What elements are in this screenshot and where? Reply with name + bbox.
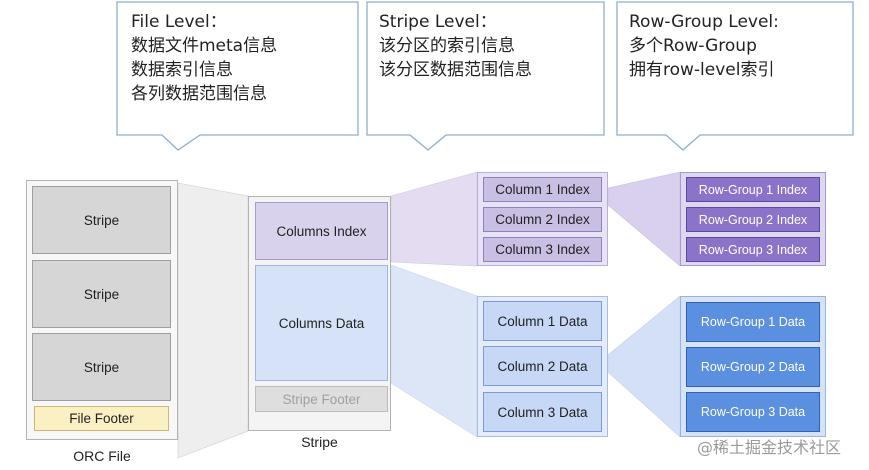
zoom-wedge-coldata-to-rowgroup [607,295,681,438]
callout-stripe-level-text: Stripe Level： 该分区的索引信息 该分区数据范围信息 [379,12,532,80]
callout-stripe-level-bubble [366,1,605,151]
callout-rowgroup-level-bubble [616,1,854,151]
watermark-text: @稀土掘金技术社区 [697,438,842,457]
zoom-wedge-colindex-to-rowgroup [607,171,681,267]
rowgroup-2-data: Row-Group 2 Data [686,347,820,387]
orc-stripe-3: Stripe [32,333,171,401]
stripe-caption: Stripe [301,434,338,450]
orc-stripe-1: Stripe [32,186,171,254]
column-3-data: Column 3 Data [483,392,602,432]
column-2-data: Column 2 Data [483,346,602,386]
zoom-wedge-file-to-stripe [177,182,249,459]
stripe-columns-data: Columns Data [255,265,388,381]
callout-rowgroup-level-text: Row-Group Level: 多个Row-Group 拥有row-level… [629,12,779,80]
orc-file-caption: ORC File [73,448,131,464]
rowgroup-1-data: Row-Group 1 Data [686,302,820,342]
orc-stripe-2: Stripe [32,260,171,328]
callout-file-level-bubble [116,1,359,151]
rowgroup-3-data: Row-Group 3 Data [686,392,820,432]
stripe-columns-index: Columns Index [255,202,388,260]
column-1-index: Column 1 Index [483,177,602,202]
column-1-data: Column 1 Data [483,301,602,341]
stripe-footer: Stripe Footer [255,386,388,412]
zoom-wedge-data-to-columns [390,264,478,438]
column-3-index: Column 3 Index [483,237,602,262]
rowgroup-1-index: Row-Group 1 Index [686,177,820,202]
zoom-wedge-index-to-columns [390,171,478,267]
rowgroup-2-index: Row-Group 2 Index [686,207,820,232]
callout-file-level-text: File Level： 数据文件meta信息 数据索引信息 各列数据范围信息 [131,12,278,104]
column-2-index: Column 2 Index [483,207,602,232]
rowgroup-3-index: Row-Group 3 Index [686,237,820,262]
orc-file-footer: File Footer [34,406,169,431]
